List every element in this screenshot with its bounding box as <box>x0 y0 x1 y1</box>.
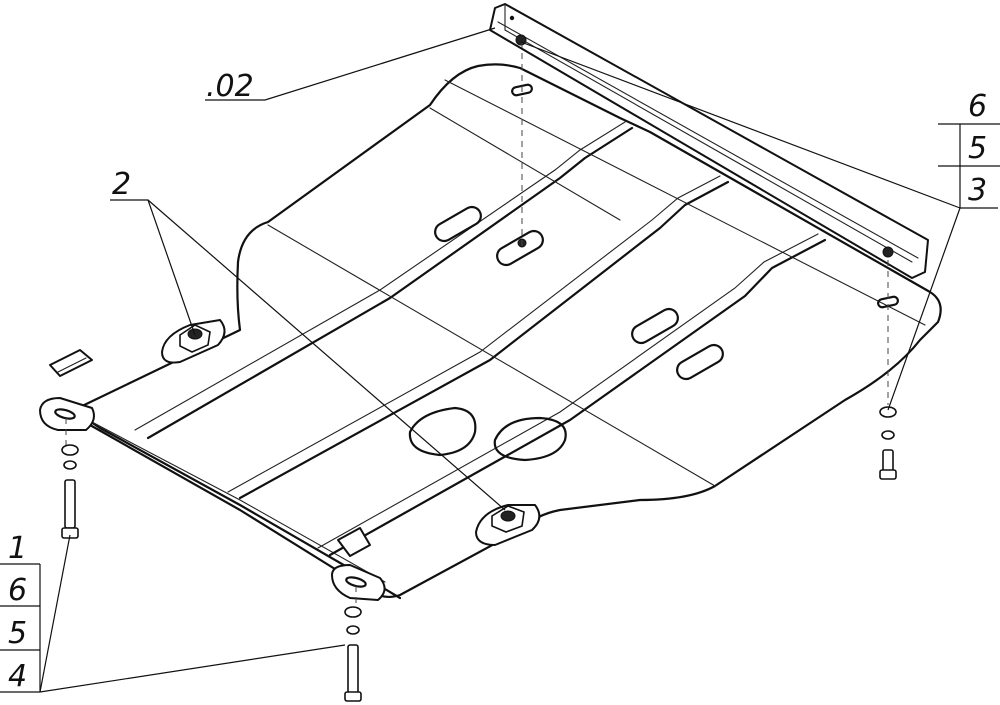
drain-opening-left <box>408 406 477 457</box>
fastener-stack-right <box>879 406 897 480</box>
skid-plate-front-lip <box>83 416 402 600</box>
stiffening-ribs <box>134 121 827 557</box>
callout-right-6: 6 <box>968 89 987 124</box>
bracket-weld-nut-left <box>161 319 226 364</box>
bend-lines <box>267 79 926 487</box>
callout-right-3: 3 <box>968 173 987 208</box>
front-left-mounting-ear <box>39 397 95 431</box>
callout-right-5: 5 <box>968 131 987 166</box>
assembly-axes <box>65 42 889 605</box>
rear-left-tab <box>49 349 93 377</box>
front-center-mounting-ear <box>331 564 386 601</box>
front-clip <box>337 527 371 557</box>
leader-lines <box>0 27 1000 693</box>
callout-left-6: 6 <box>8 573 27 608</box>
callout-left-1: 1 <box>8 531 27 566</box>
callout-part-code: .02 <box>206 69 254 104</box>
callout-bracket-bolt: 2 <box>112 167 131 202</box>
fastener-stack-left <box>61 444 79 539</box>
bracket-weld-nut-center <box>475 504 541 546</box>
skid-plate-outline <box>76 63 942 599</box>
callout-left-5: 5 <box>8 616 27 651</box>
drain-opening-right <box>493 416 567 462</box>
rear-mounting-rail <box>489 3 929 279</box>
fastener-stack-center <box>344 606 362 702</box>
callout-left-4: 4 <box>8 659 27 694</box>
